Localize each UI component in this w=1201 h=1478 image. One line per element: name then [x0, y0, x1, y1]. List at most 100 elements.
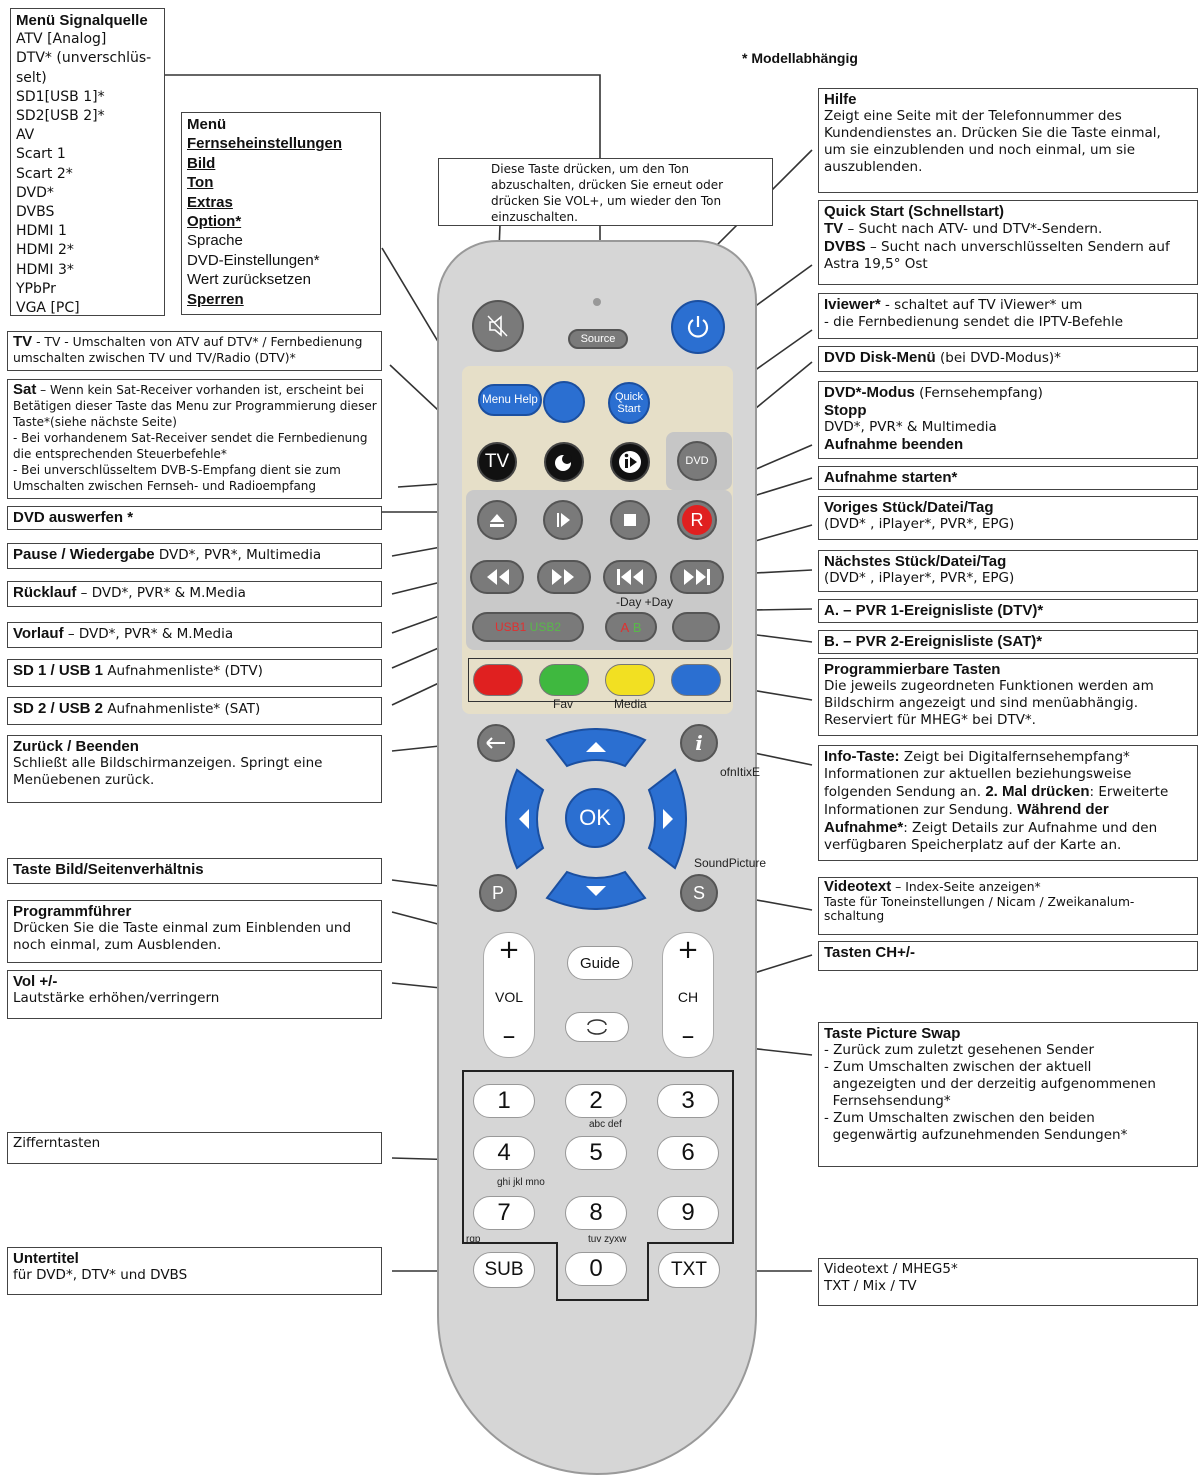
info-bold: Aufnahme* [824, 819, 904, 836]
play-pause-icon [557, 513, 570, 527]
swap-button[interactable] [565, 1012, 629, 1042]
digit-3-button[interactable]: 3 [657, 1084, 719, 1118]
rewind-button[interactable] [470, 560, 524, 594]
vol-minus[interactable]: – [502, 1021, 516, 1051]
digit-label: 3 [681, 1087, 695, 1114]
digit-1-button[interactable]: 1 [473, 1084, 535, 1118]
sat-text: - Bei vorhandenem Sat-Receiver sendet di… [13, 431, 368, 445]
signal-source-title: Menü Signalquelle [16, 12, 148, 29]
previous-button[interactable] [603, 560, 657, 594]
ch-minus[interactable]: – [681, 1021, 695, 1051]
digit-9-button[interactable]: 9 [657, 1196, 719, 1230]
videotext-box: Videotext – Index-Seite anzeigen* Taste … [818, 877, 1198, 935]
tv-button[interactable]: TV [477, 442, 517, 482]
iviewer-text: - schaltet auf TV iViewer* um [880, 297, 1083, 313]
digit-4-button[interactable]: 4 [473, 1136, 535, 1170]
help-button[interactable] [543, 381, 585, 423]
iviewer-title: Iviewer* [824, 296, 881, 313]
forward-icon [552, 569, 574, 585]
rewind-text: – DVD*, PVR* & M.Media [76, 585, 246, 601]
menu-help-button[interactable]: Menu Help [478, 384, 542, 416]
digit-7-button[interactable]: 7 [473, 1196, 535, 1230]
iviewer-icon [619, 451, 641, 473]
picture-button[interactable]: P [479, 874, 517, 912]
info-box: Info-Taste: Zeigt bei Digitalfernsehempf… [818, 745, 1198, 861]
digit-6-button[interactable]: 6 [657, 1136, 719, 1170]
digit-label: 4 [497, 1139, 511, 1166]
next-button[interactable] [670, 560, 724, 594]
digit-0-button[interactable]: 0 [565, 1252, 627, 1286]
mute-button[interactable] [472, 300, 524, 352]
iviewer-text: - die Fernbedienung sendet die IPTV-Befe… [824, 314, 1124, 330]
power-button[interactable] [671, 300, 725, 354]
txt-text: Videotext / MHEG5* [824, 1261, 958, 1277]
digit-label: 7 [497, 1199, 511, 1226]
info-button[interactable]: i [680, 724, 718, 762]
b-list-box: B. – PVR 2-Ereignisliste (SAT)* [818, 630, 1198, 654]
videotext-text: Taste für Toneinstellungen / Nicam / Zwe… [824, 894, 1135, 909]
subtitle-text: für DVD*, DTV* und DVBS [13, 1267, 188, 1283]
p-label: P [491, 882, 504, 903]
tv-title: TV [13, 333, 33, 350]
record-icon: R [682, 505, 712, 535]
help-text: um sie einzublenden und noch einmal, um … [824, 142, 1136, 158]
guide-button[interactable]: Guide [567, 946, 633, 980]
yellow-key[interactable] [605, 664, 655, 696]
usb-button[interactable]: USB1 USB2 [472, 612, 584, 642]
swap-box: Taste Picture Swap - Zurück zum zuletzt … [818, 1022, 1198, 1167]
dvd-menu-box: DVD Disk-Menü (bei DVD-Modus)* [818, 346, 1198, 372]
red-key[interactable] [473, 664, 523, 696]
source-button[interactable]: Source [568, 329, 628, 349]
up-arrow-icon [586, 742, 606, 752]
vol-plus[interactable]: + [498, 935, 520, 965]
record-button[interactable]: R [677, 500, 717, 540]
quick-start-text: Astra 19,5° Ost [824, 256, 928, 272]
dvd-button[interactable]: DVD [677, 441, 717, 481]
digit-2-button[interactable]: 2 [565, 1084, 627, 1118]
info-text: Informationen zur Sendung. [824, 802, 1018, 818]
vol-box: Vol +/- Lautstärke erhöhen/verringern [7, 970, 382, 1019]
teletext-button[interactable]: TXT [658, 1252, 720, 1288]
volume-rocker[interactable]: + VOL – [483, 932, 535, 1058]
rewind-icon [487, 569, 509, 585]
mute-note-line: abzuschalten, drücken Sie erneut oder [491, 178, 724, 192]
ok-button[interactable]: OK [565, 788, 625, 848]
info-text: Zeigt bei Digitalfernsehempfang* [899, 749, 1130, 765]
play-pause-button[interactable] [543, 500, 583, 540]
prev-box: Voriges Stück/Datei/Tag (DVD* , iPlayer*… [818, 496, 1198, 540]
info-text: folgenden Sendung an. [824, 784, 986, 800]
dpad[interactable] [505, 728, 687, 910]
guide-text: Drücken Sie die Taste einmal zum Einblen… [13, 920, 352, 936]
menu-item: Sperren [187, 290, 244, 308]
digit-label: 2 [589, 1087, 603, 1114]
prog-text: Reserviert für MHEG* bei DTV*. [824, 712, 1036, 728]
sound-button[interactable]: S [680, 874, 718, 912]
sd2-box: SD 2 / USB 2 Aufnahmenliste* (SAT) [7, 697, 382, 725]
next-icon [684, 569, 710, 585]
ch-plus[interactable]: + [677, 935, 699, 965]
channel-rocker[interactable]: + CH – [662, 932, 714, 1058]
quick-start-box: Quick Start (Schnellstart) TV – Sucht na… [818, 200, 1198, 285]
tv-text: - TV - Umschalten von ATV auf DTV* / Fer… [32, 335, 363, 349]
iviewer-button[interactable] [610, 442, 650, 482]
back-text: Schließt alle Bildschirmanzeigen. Spring… [13, 755, 323, 771]
digit-5-button[interactable]: 5 [565, 1136, 627, 1170]
dvd-mode-stop: Stopp [824, 402, 867, 419]
a-b-button[interactable]: A B [605, 612, 657, 642]
eject-button[interactable] [477, 500, 517, 540]
videotext-title: Videotext [824, 878, 892, 895]
stop-button[interactable] [610, 500, 650, 540]
blue-key[interactable] [671, 664, 721, 696]
fav-label: Fav [553, 697, 574, 711]
blank-button[interactable] [672, 612, 720, 642]
sat-button[interactable] [544, 442, 584, 482]
green-key[interactable] [539, 664, 589, 696]
day-label: -Day +Day [616, 595, 674, 609]
digit-8-button[interactable]: 8 [565, 1196, 627, 1230]
subtitle-button[interactable]: SUB [473, 1252, 535, 1288]
forward-button[interactable] [537, 560, 591, 594]
media-label: Media [614, 697, 647, 711]
back-button[interactable] [477, 724, 515, 762]
txt-text: TXT / Mix / TV [824, 1278, 917, 1294]
